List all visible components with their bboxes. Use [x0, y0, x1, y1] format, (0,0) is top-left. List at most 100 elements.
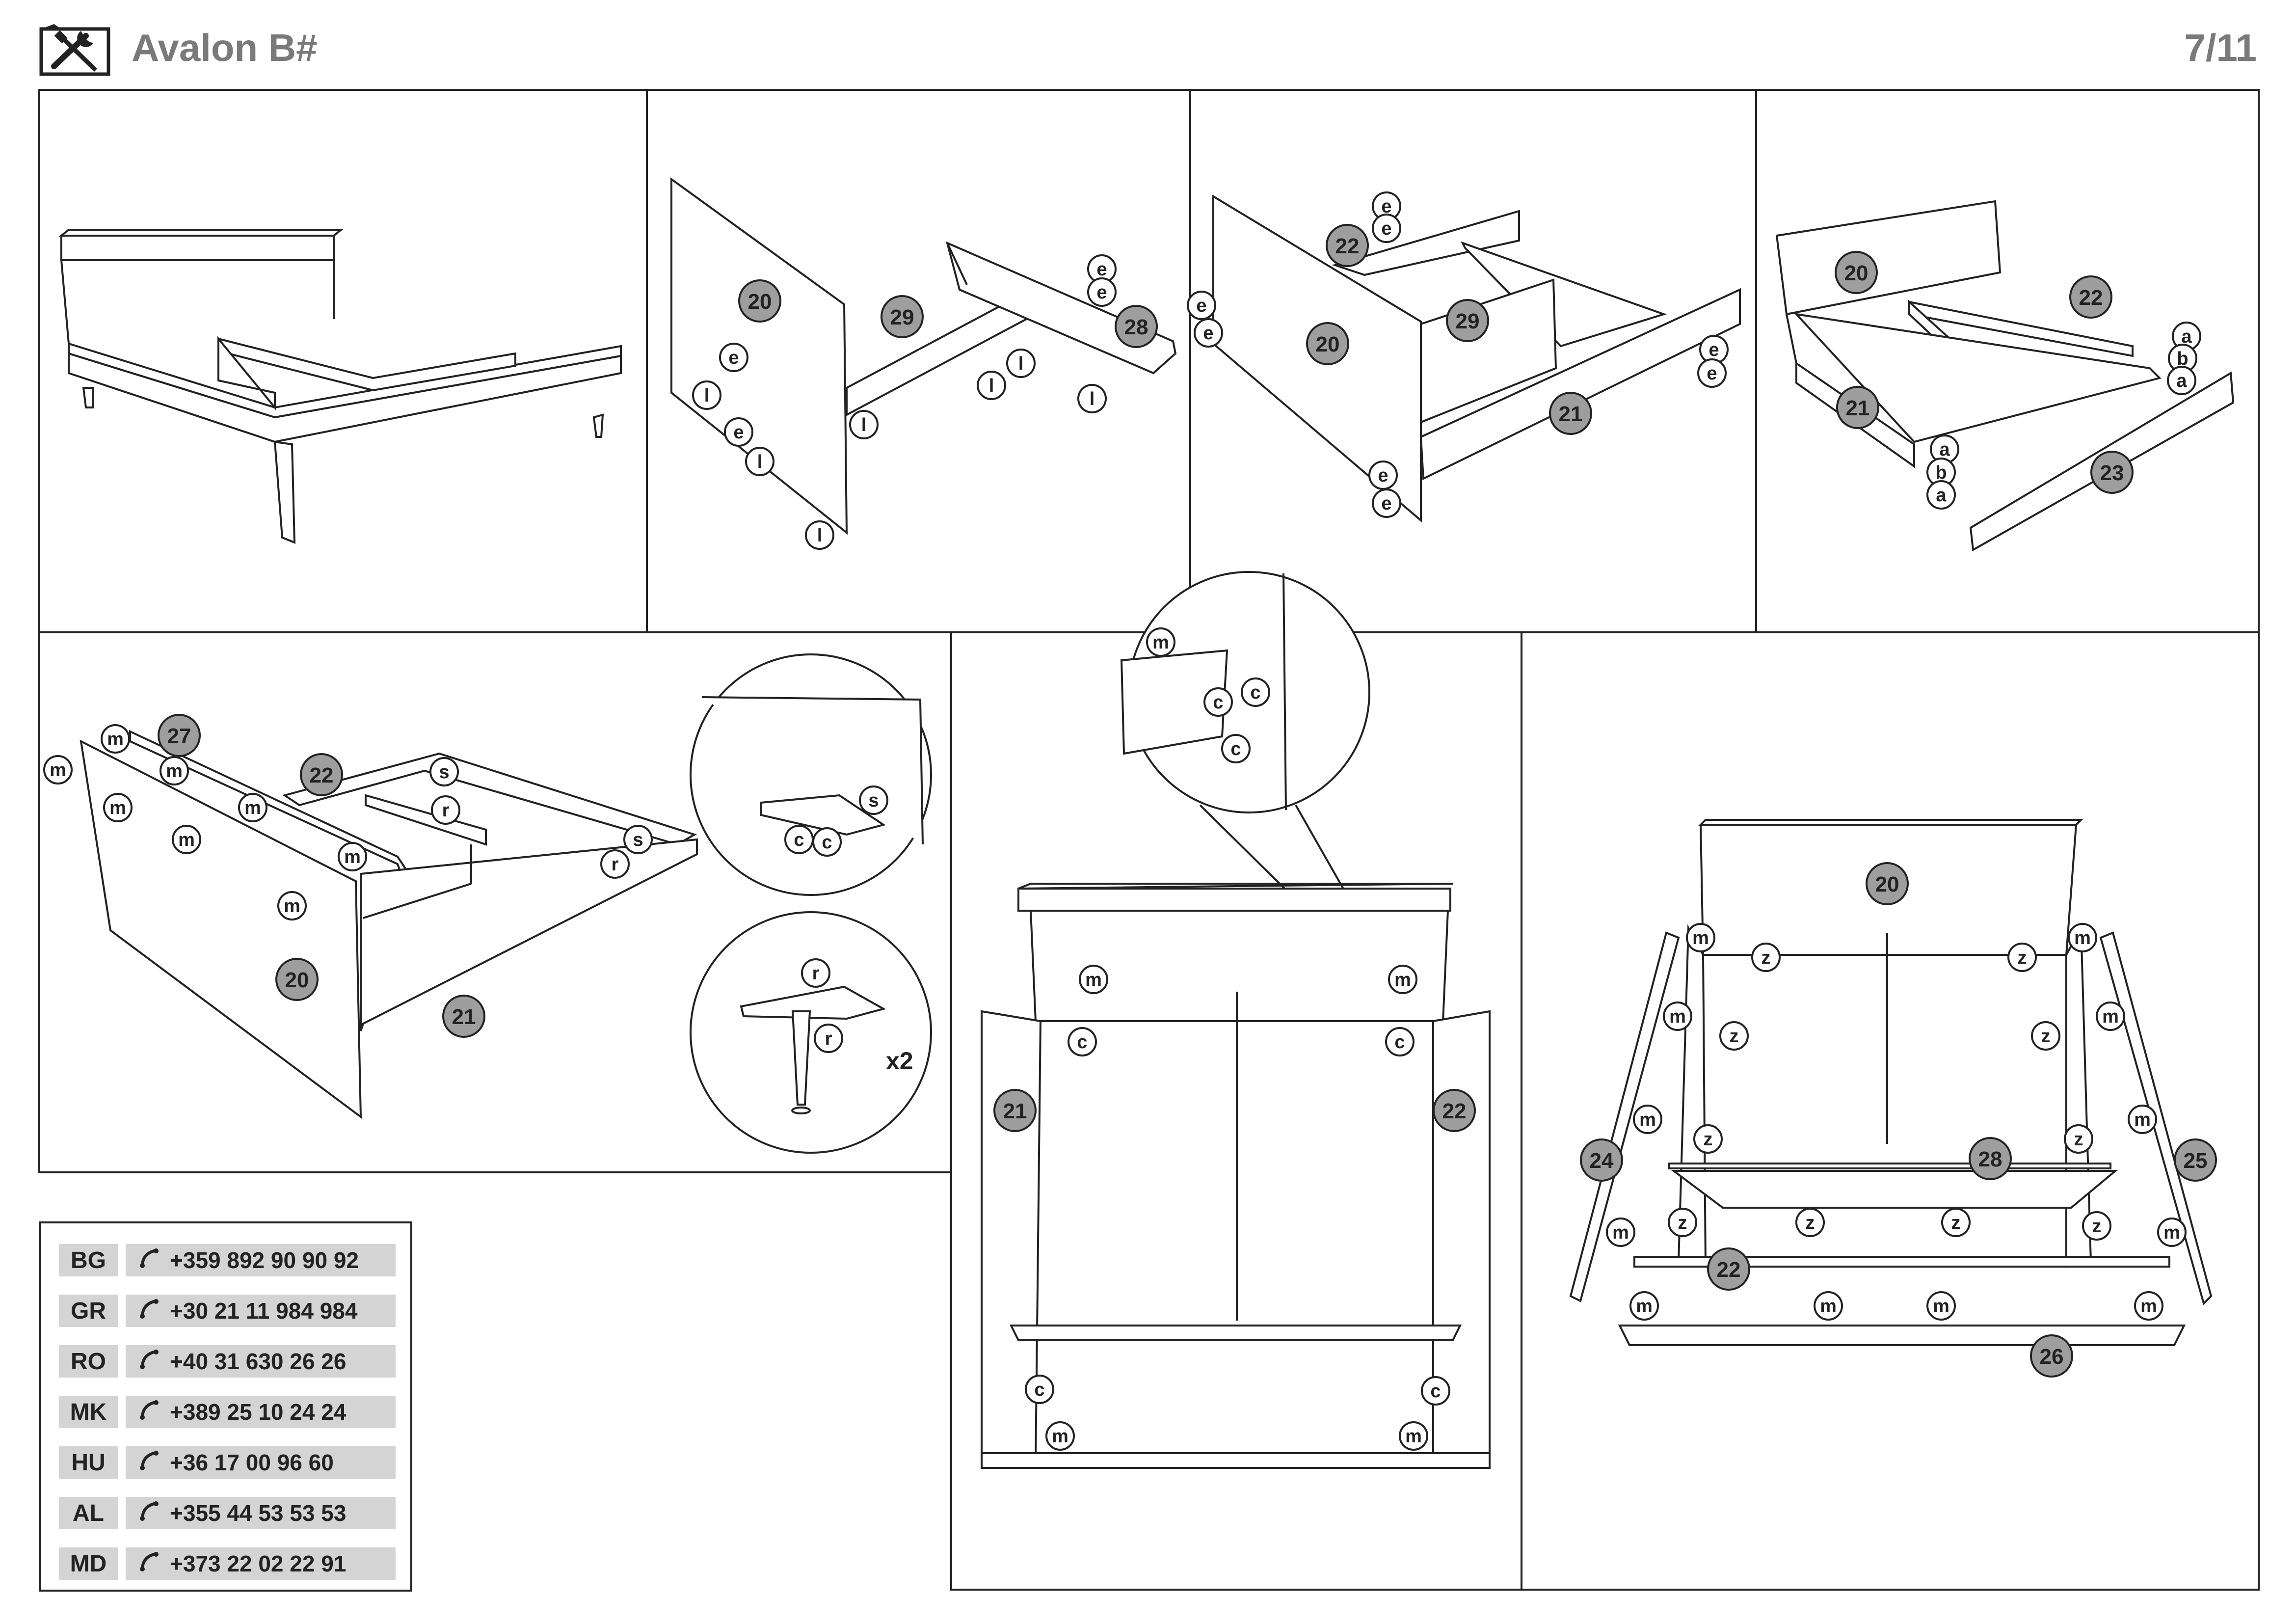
svg-text:z: z	[1704, 1129, 1713, 1150]
phone-text: +36 17 00 96 60	[170, 1450, 334, 1475]
contact-row: RO+40 31 630 26 26	[59, 1345, 396, 1378]
svg-text:r: r	[825, 1029, 832, 1049]
part-20: 20	[1844, 261, 1869, 285]
phone-number: +359 892 90 90 92	[126, 1244, 396, 1276]
phone-text: +359 892 90 90 92	[170, 1247, 359, 1273]
phone-icon	[139, 1298, 170, 1324]
svg-text:z: z	[2092, 1216, 2102, 1237]
svg-text:m: m	[1636, 1296, 1653, 1317]
svg-text:m: m	[166, 761, 183, 782]
quantity-x2: x2	[886, 1047, 913, 1075]
svg-text:m: m	[178, 830, 195, 850]
svg-text:m: m	[107, 729, 124, 750]
phone-number: +36 17 00 96 60	[126, 1446, 396, 1479]
phone-number: +40 31 630 26 26	[126, 1345, 396, 1378]
part-27: 27	[167, 724, 191, 748]
svg-text:l: l	[817, 525, 823, 546]
svg-text:l: l	[704, 385, 710, 406]
phone-number: +373 22 02 22 91	[126, 1547, 396, 1580]
svg-text:m: m	[1692, 928, 1709, 948]
svg-text:r: r	[812, 963, 820, 984]
part-29: 29	[890, 305, 914, 329]
phone-text: +30 21 11 984 984	[170, 1298, 358, 1324]
contact-row: AL+355 44 53 53 53	[59, 1497, 396, 1529]
svg-text:e: e	[1709, 340, 1719, 360]
hardware-letters: el el ll ll le e ee ee ee ee ab aa ba mm…	[50, 196, 2192, 1447]
svg-text:z: z	[2018, 947, 2027, 968]
svg-text:c: c	[1430, 1381, 1441, 1402]
svg-text:m: m	[344, 847, 361, 867]
svg-text:m: m	[1085, 970, 1102, 990]
svg-text:m: m	[1052, 1426, 1068, 1447]
detail-circle-top	[690, 653, 932, 896]
svg-text:l: l	[757, 452, 763, 472]
svg-text:e: e	[1381, 218, 1391, 239]
contact-row: HU +36 17 00 96 60	[59, 1446, 396, 1479]
svg-text:m: m	[109, 798, 126, 818]
svg-text:z: z	[1806, 1213, 1815, 1233]
part-21: 21	[452, 1005, 476, 1029]
svg-text:m: m	[2102, 1006, 2119, 1027]
part-22: 22	[1335, 234, 1360, 258]
svg-text:a: a	[1936, 485, 1947, 506]
phone-text: +40 31 630 26 26	[170, 1349, 347, 1374]
part-numbers: 20 29 28 22 20 29 21 20 22 21 23 27 22 2…	[167, 234, 2208, 1369]
phone-icon	[139, 1449, 170, 1476]
country-code: GR	[59, 1295, 118, 1327]
part-21: 21	[1003, 1099, 1027, 1123]
svg-text:m: m	[284, 896, 300, 917]
country-code: AL	[59, 1497, 118, 1529]
svg-text:r: r	[442, 800, 450, 821]
svg-text:c: c	[1077, 1032, 1087, 1053]
svg-text:c: c	[1034, 1380, 1044, 1400]
phone-icon	[139, 1348, 170, 1375]
svg-text:e: e	[1196, 296, 1206, 316]
phone-number: +389 25 10 24 24	[126, 1396, 396, 1428]
phone-icon	[139, 1500, 170, 1526]
svg-text:c: c	[794, 830, 804, 850]
step4-drawing	[1775, 200, 2235, 552]
contact-row: BG+359 892 90 90 92	[59, 1244, 396, 1276]
svg-text:l: l	[989, 376, 994, 396]
contact-row: MK+389 25 10 24 24	[59, 1396, 396, 1428]
part-markers	[158, 224, 2217, 1378]
svg-text:c: c	[1250, 682, 1260, 703]
svg-text:b: b	[1935, 462, 1947, 483]
part-22: 22	[2079, 286, 2103, 310]
svg-text:e: e	[1096, 282, 1107, 303]
svg-text:m: m	[1394, 970, 1411, 990]
svg-text:e: e	[1381, 196, 1391, 217]
contact-row: MD+373 22 02 22 91	[59, 1547, 396, 1580]
part-29: 29	[1456, 309, 1480, 333]
svg-text:m: m	[2163, 1222, 2180, 1243]
svg-text:s: s	[868, 790, 879, 811]
svg-text:s: s	[439, 762, 449, 783]
part-20: 20	[285, 968, 309, 992]
svg-text:z: z	[2041, 1026, 2051, 1047]
country-code: HU	[59, 1446, 118, 1479]
svg-text:m: m	[1612, 1222, 1629, 1243]
step3-drawing	[1212, 194, 1741, 523]
step5-drawing	[80, 730, 698, 1119]
svg-text:a: a	[2181, 326, 2192, 347]
part-28: 28	[1124, 315, 1148, 339]
phone-icon	[139, 1550, 170, 1577]
part-21: 21	[1846, 396, 1870, 420]
phone-icon	[139, 1399, 170, 1425]
part-24: 24	[1590, 1149, 1614, 1173]
svg-text:e: e	[733, 422, 744, 443]
part-20: 20	[1875, 872, 1899, 896]
phone-number: +355 44 53 53 53	[126, 1497, 396, 1529]
phone-icon	[139, 1247, 170, 1273]
finished-bed	[58, 229, 622, 544]
svg-text:z: z	[1730, 1026, 1739, 1047]
part-20: 20	[1316, 332, 1340, 356]
step2-drawing	[670, 177, 1177, 535]
svg-text:z: z	[1951, 1213, 1961, 1233]
svg-text:z: z	[1678, 1213, 1687, 1233]
svg-text:e: e	[1381, 493, 1391, 514]
svg-text:a: a	[2176, 371, 2187, 391]
svg-text:b: b	[2177, 349, 2188, 369]
svg-text:e: e	[728, 348, 739, 368]
tools-icon	[39, 22, 110, 76]
